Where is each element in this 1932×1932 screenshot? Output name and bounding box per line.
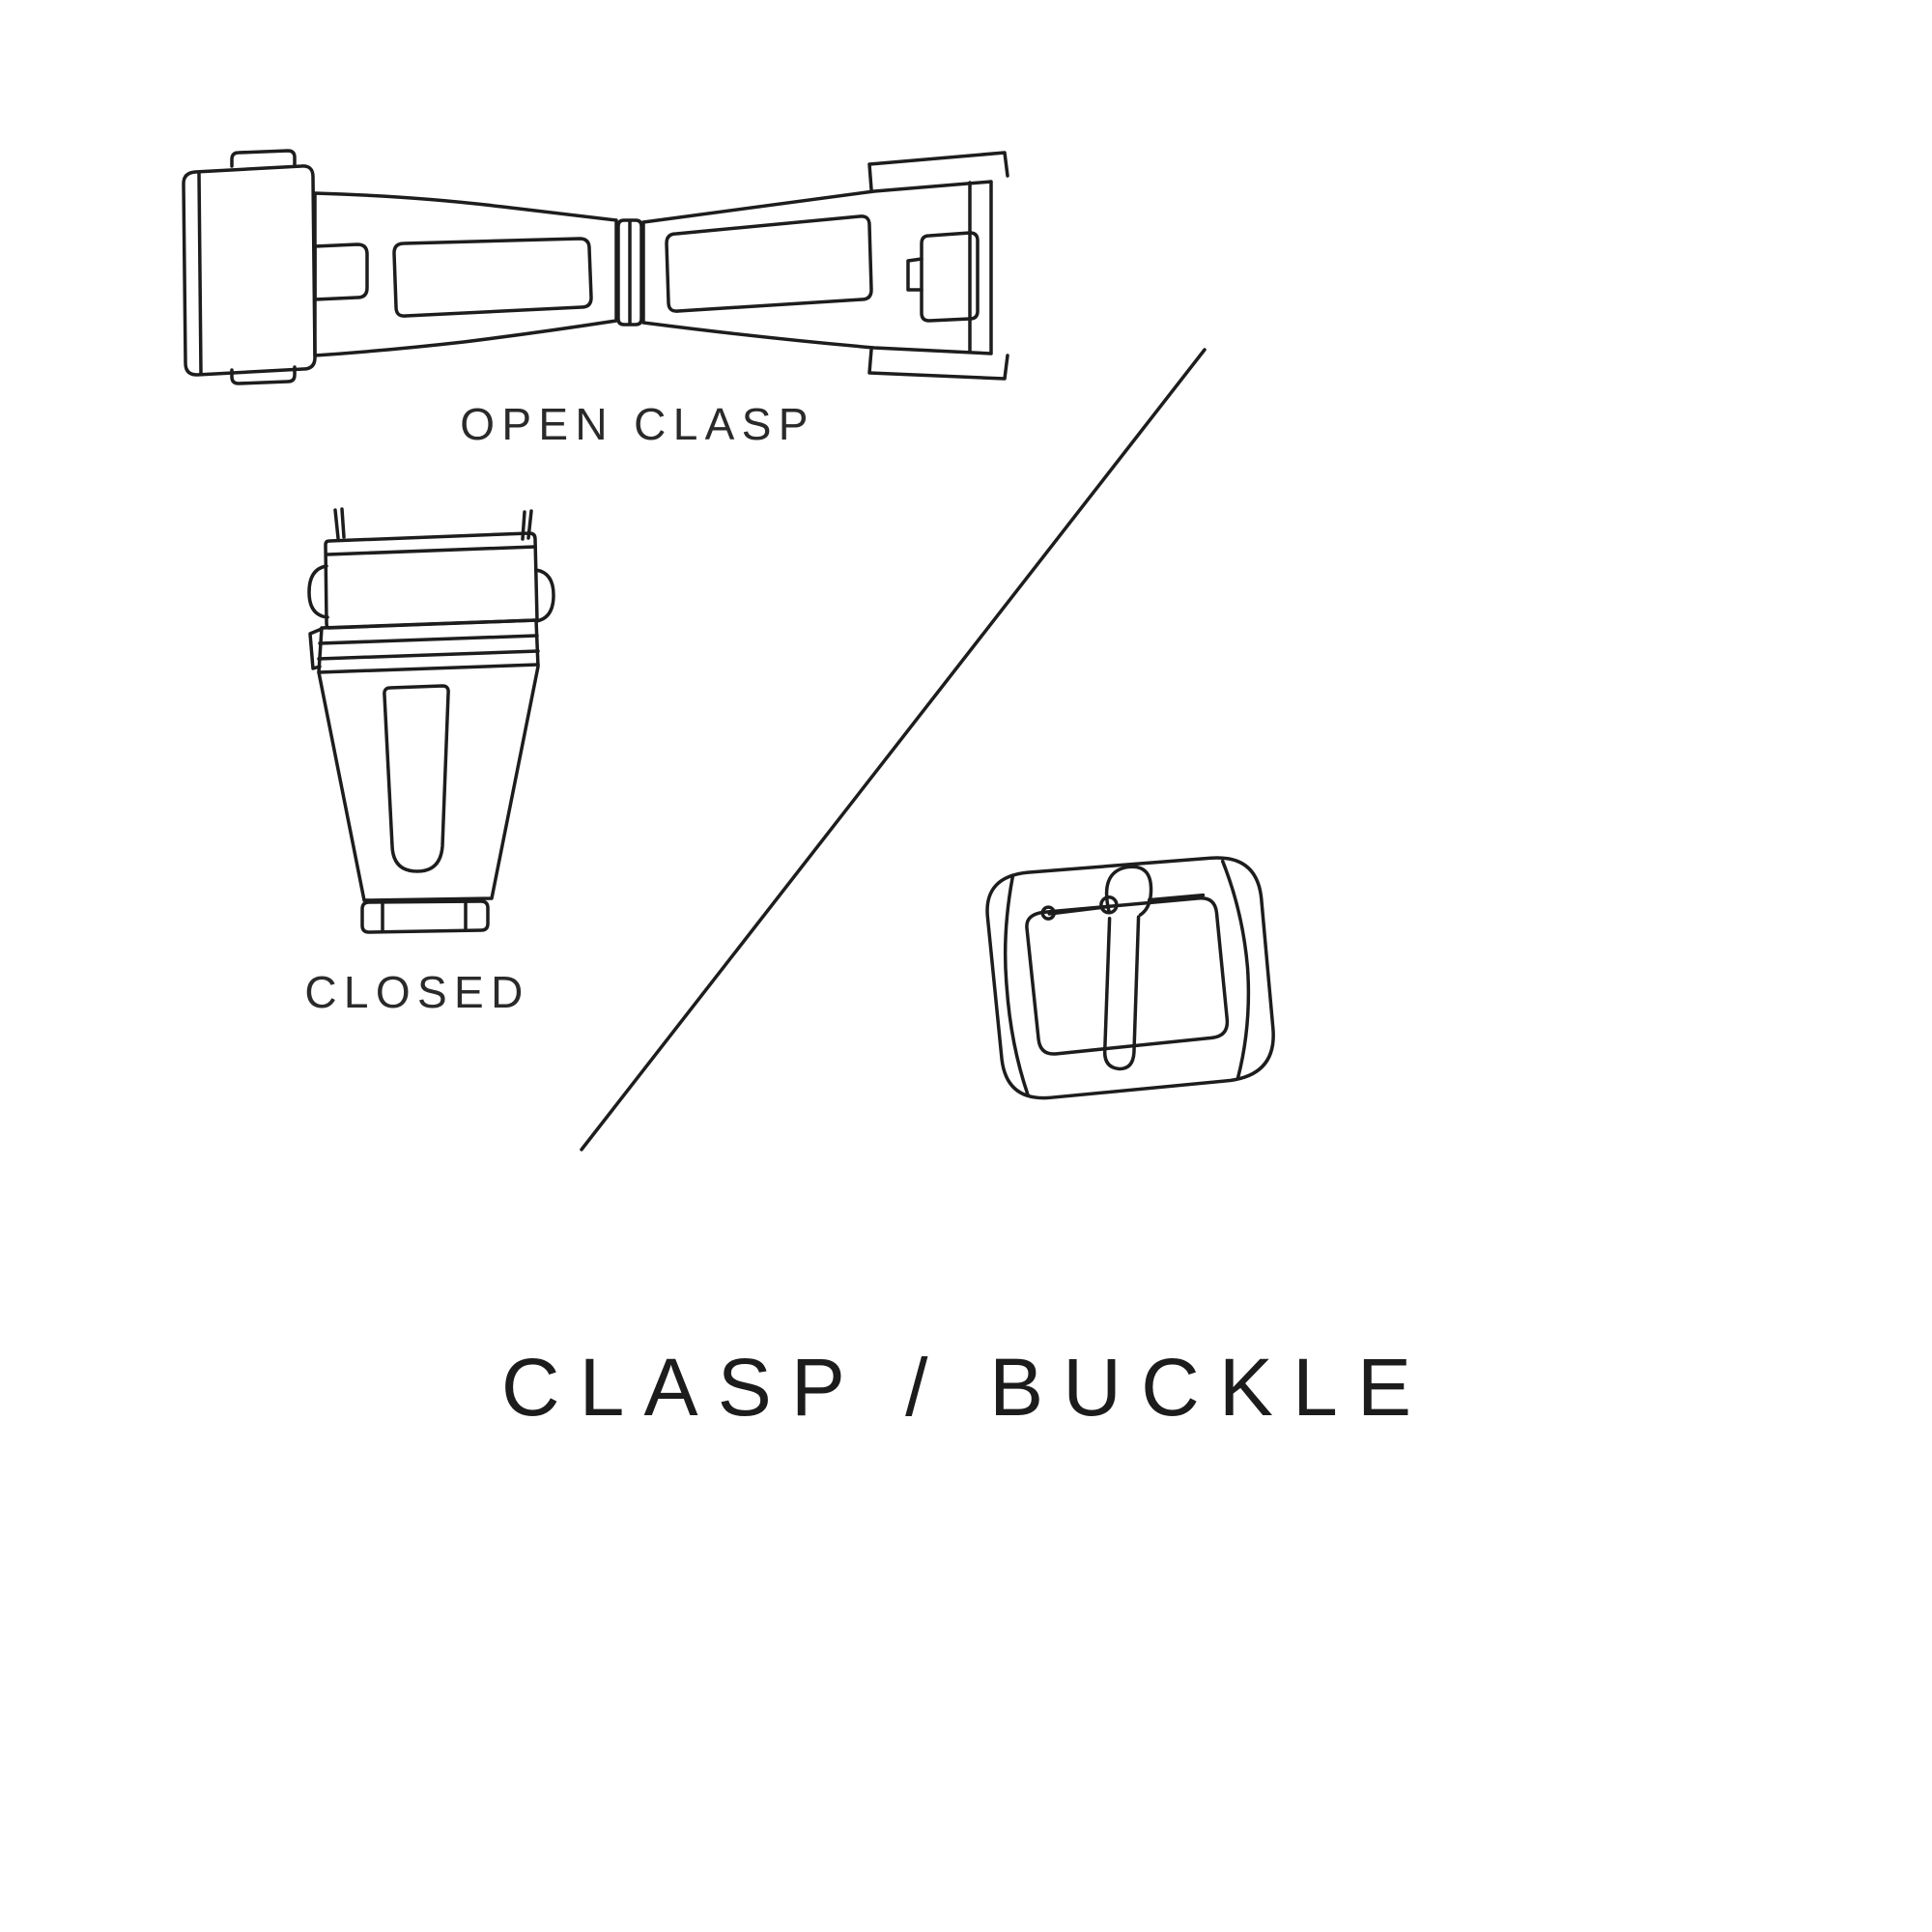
divider-line	[580, 348, 1207, 1151]
page-title: CLASP / BUCKLE	[500, 1342, 1432, 1433]
open-clasp-icon	[182, 149, 1009, 385]
open-clasp-label: OPEN CLASP	[460, 399, 815, 449]
closed-clasp-icon	[307, 507, 555, 934]
closed-clasp-label: CLOSED	[304, 967, 530, 1017]
buckle-icon	[985, 856, 1275, 1100]
